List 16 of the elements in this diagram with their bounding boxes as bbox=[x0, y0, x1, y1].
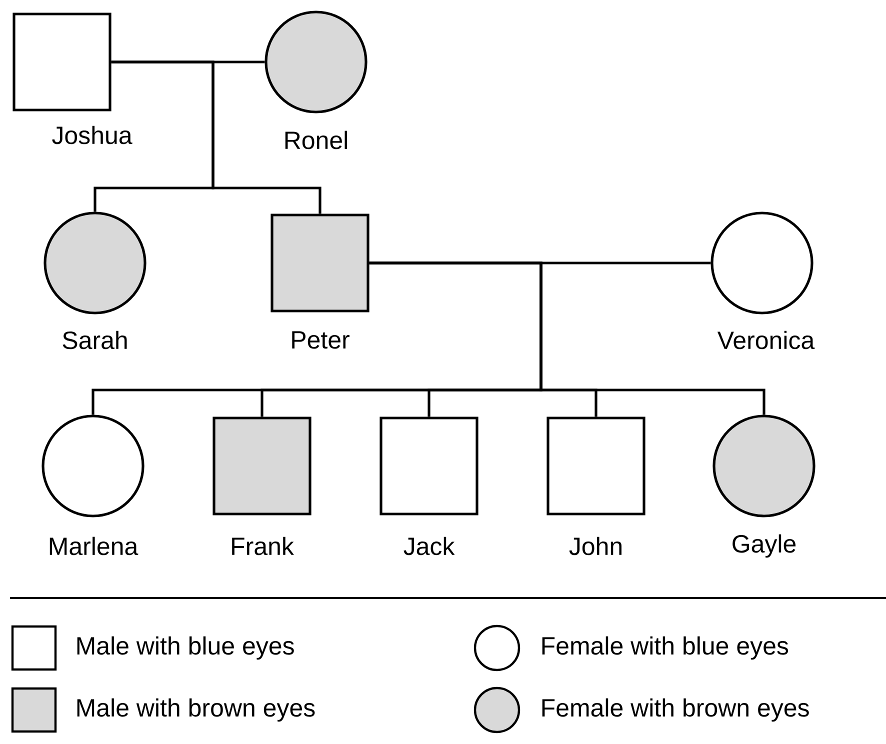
person-name: Joshua bbox=[52, 126, 132, 144]
legend-label: Male with brown eyes bbox=[77, 698, 315, 722]
person-name: Ronel bbox=[285, 130, 347, 150]
legend-label: Male with blue eyes bbox=[77, 636, 294, 660]
legend-label: Female with brown eyes bbox=[542, 698, 809, 722]
connector-line bbox=[369, 262, 766, 415]
person-name: Gayle bbox=[732, 534, 796, 558]
connector-line bbox=[111, 60, 322, 214]
person-name: Frank bbox=[232, 536, 294, 556]
person-name: Veronica bbox=[717, 330, 815, 350]
person-name: Sarah bbox=[62, 330, 127, 350]
person-name: Peter bbox=[292, 331, 350, 349]
person-name: Jack bbox=[404, 536, 455, 556]
person-name: Marlena bbox=[50, 536, 138, 556]
legend-label: Female with blue eyes bbox=[542, 636, 788, 660]
person-name: John bbox=[569, 536, 622, 556]
